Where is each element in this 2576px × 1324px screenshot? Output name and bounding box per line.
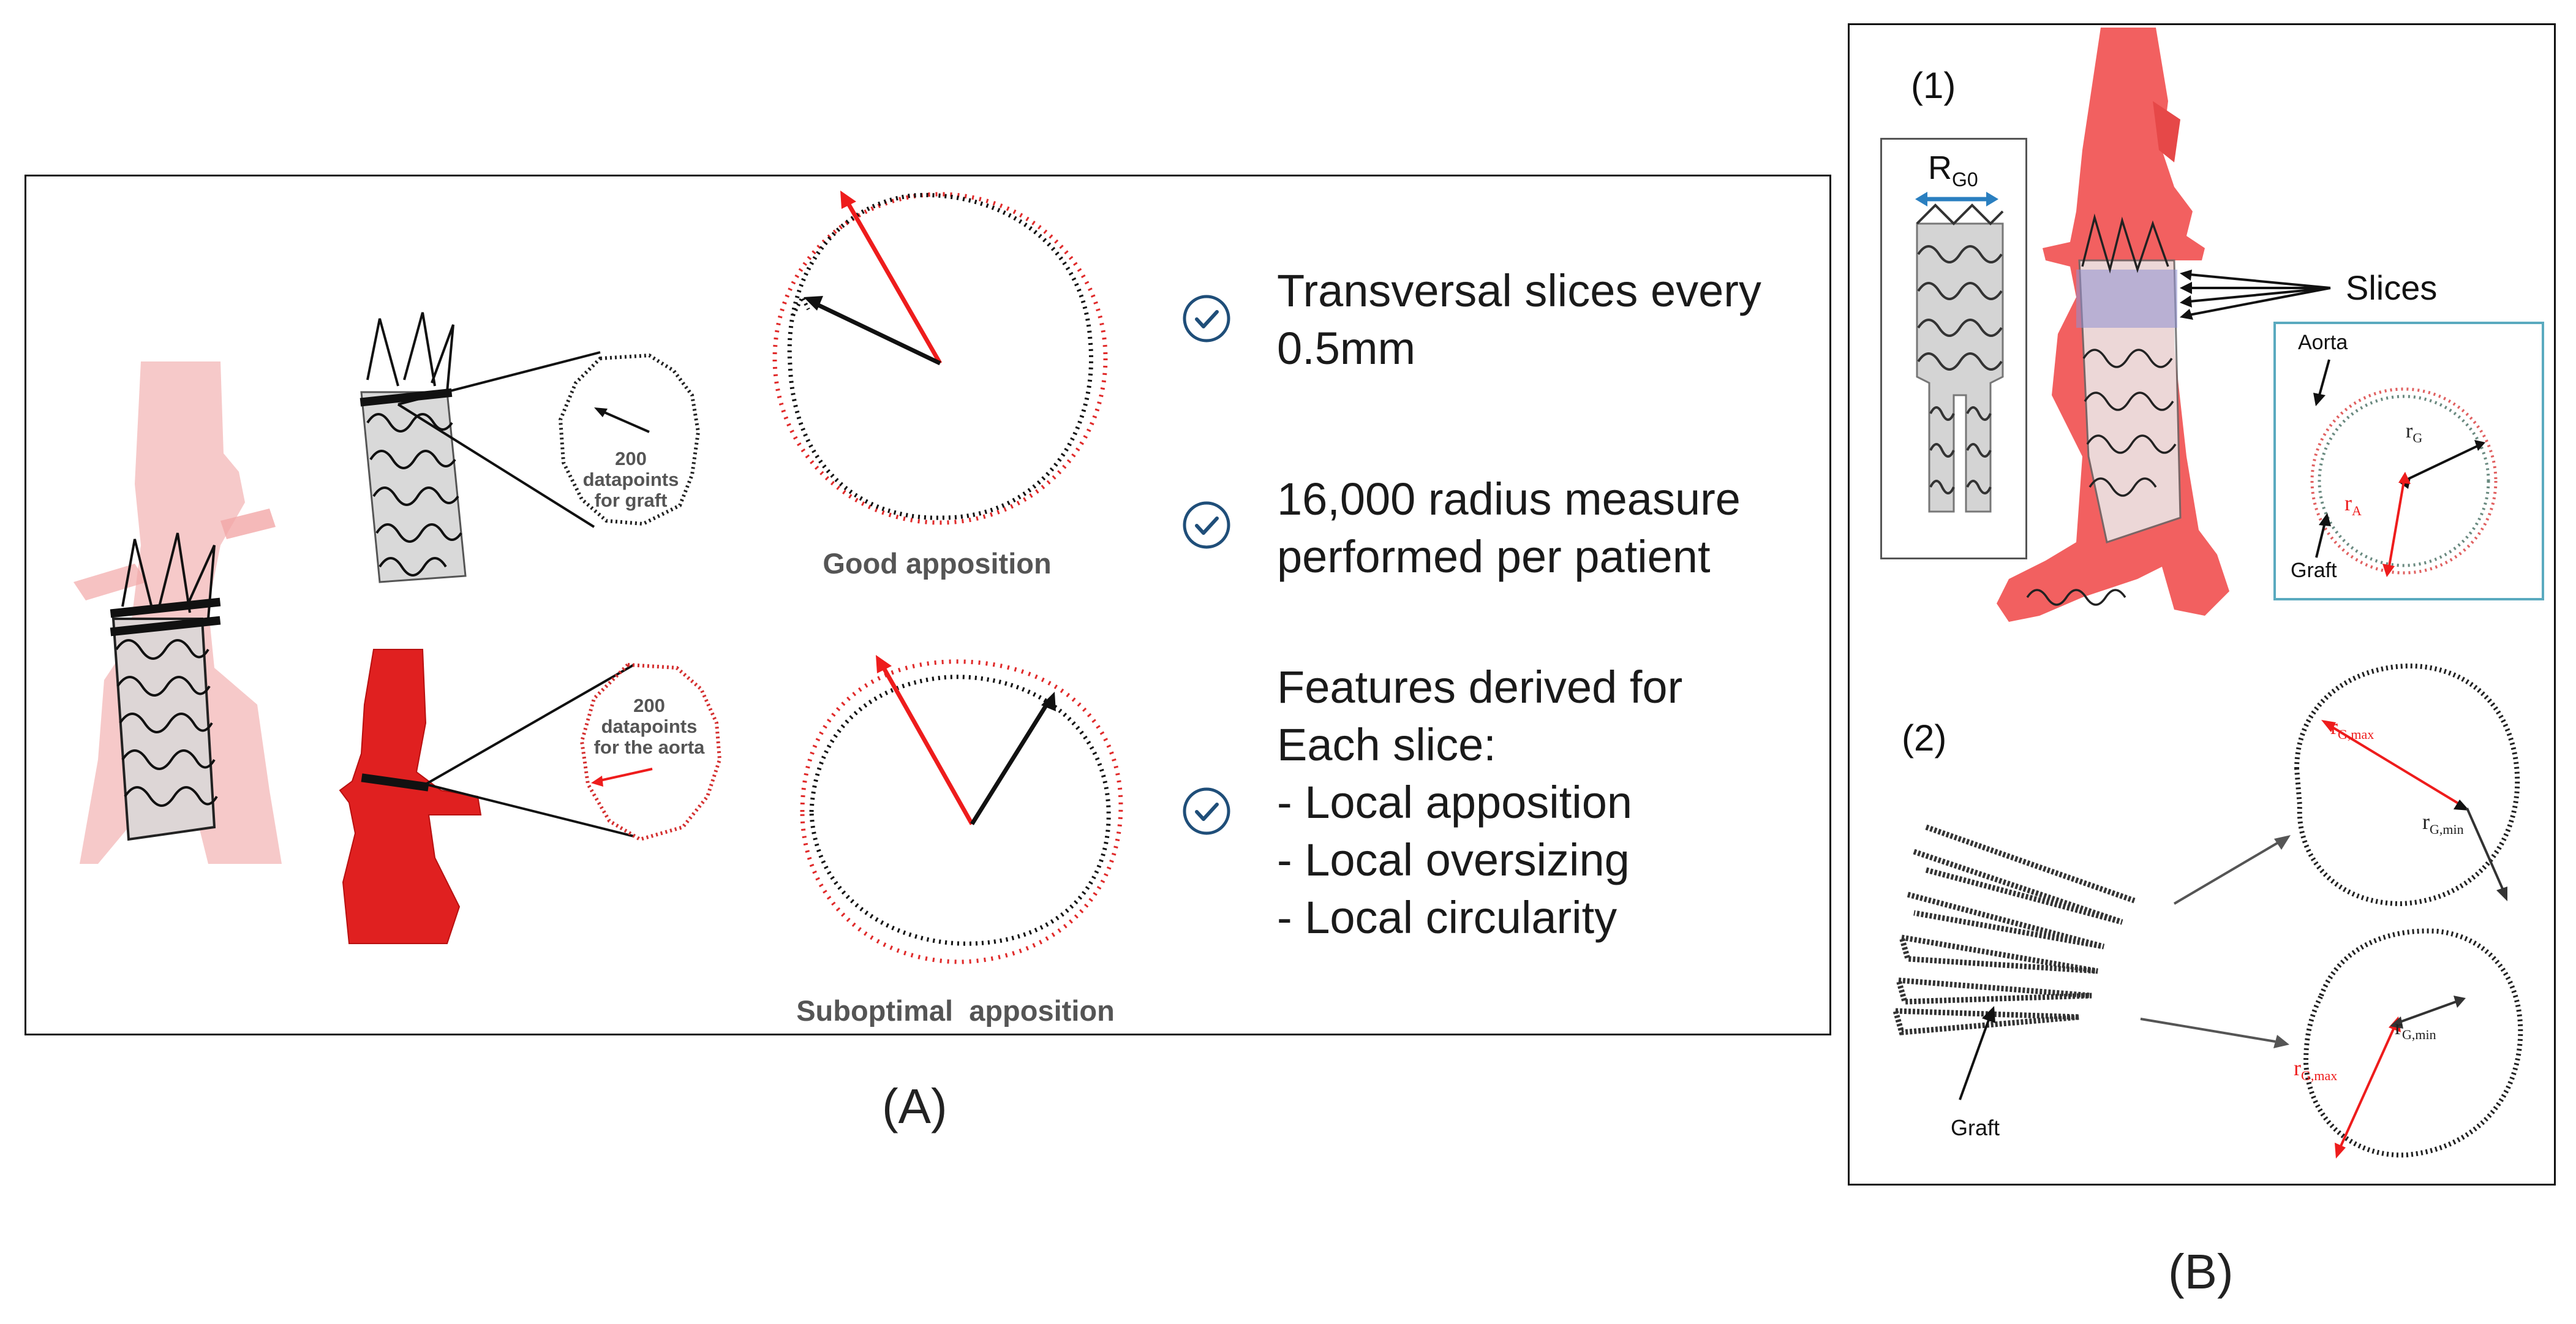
rg-sub: G: [2412, 429, 2423, 445]
aorta-datapoints-label: 200 datapoints for the aorta: [593, 695, 705, 758]
aorta-stent-illustration: [73, 361, 282, 864]
aorta-arrow: [2313, 359, 2330, 406]
feature-line: - Local circularity: [1277, 892, 1618, 943]
part-1-label: (1): [1911, 65, 1956, 106]
rgmin-sub: G,min: [2430, 822, 2464, 838]
rgmin-main: r: [2422, 809, 2430, 834]
graft-dotted-contour: [558, 353, 701, 526]
slice-plot-top: [2294, 663, 2520, 907]
arrow-to-top-slice: [2173, 835, 2291, 905]
slices-arrows: [2180, 270, 2331, 320]
graft-label: Graft: [2291, 559, 2337, 582]
feature-line: 16,000 radius measure: [1277, 474, 1741, 524]
radius-inset-box: [2273, 322, 2544, 600]
panel-a-frame: [24, 175, 1831, 1035]
feature-line: Features derived for: [1277, 662, 1683, 713]
aorta-zoom-lines: [425, 664, 635, 838]
rg-symbol: rG: [2406, 420, 2422, 446]
slice-plot-bottom: [2303, 928, 2523, 1159]
feature-line: Transversal slices every: [1277, 265, 1761, 316]
rgmax-main: r: [2294, 1056, 2301, 1080]
rgmax-sub: G,max: [2338, 727, 2375, 743]
panel-a-caption: (A): [882, 1079, 947, 1133]
aorta-3d-illustration: [1997, 28, 2229, 622]
rg0-sub: G0: [1952, 168, 1978, 191]
graft-label-arrow: [1959, 1006, 1995, 1100]
graft-label-2: Graft: [1951, 1115, 2000, 1140]
aorta-label: Aorta: [2298, 331, 2348, 354]
part-2-label: (2): [1902, 717, 1947, 758]
rgmax-bottom-symbol: rG,max: [2294, 1055, 2337, 1084]
graft-datapoints-label: 200 datapoints for graft: [582, 448, 679, 511]
ra-main: r: [2344, 491, 2352, 515]
stent-graft-3d-icon: [1916, 203, 2004, 513]
stent-graft-illustration: [360, 312, 467, 583]
feature-slices: Transversal slices every 0.5mm: [1277, 262, 1828, 377]
feature-line: performed per patient: [1277, 531, 1711, 582]
feature-derived: Features derived for Each slice: - Local…: [1277, 659, 1828, 947]
rg-main: r: [2406, 420, 2413, 442]
rg0-main: R: [1928, 149, 1952, 186]
feature-line: 0.5mm: [1277, 323, 1416, 374]
rg0-arrow: [1915, 192, 1998, 206]
rgmin-top-symbol: rG,min: [2422, 809, 2464, 838]
check-circle-icon: [1183, 501, 1230, 549]
rgmin-bottom-symbol: rG,min: [2395, 1014, 2436, 1043]
feature-line: Each slice:: [1277, 719, 1496, 770]
ra-symbol: rA: [2344, 490, 2362, 519]
good-apposition-label: Good apposition: [823, 547, 1052, 580]
feature-line: - Local apposition: [1277, 777, 1633, 828]
ra-sub: A: [2352, 503, 2362, 519]
radius-inset-plot: [2310, 387, 2498, 577]
graft-zoom-lines: [397, 351, 601, 528]
graft-arrow: [2315, 513, 2331, 558]
red-aorta-illustration: [339, 649, 482, 944]
suboptimal-apposition-label: Suboptimal apposition: [796, 994, 1115, 1027]
panel-b-caption: (B): [2168, 1244, 2234, 1299]
slices-label: Slices: [2346, 268, 2438, 307]
check-circle-icon: [1183, 787, 1230, 835]
aorta-dotted-contour: [579, 662, 722, 842]
rg0-label: RG0: [1928, 149, 1978, 191]
rgmin-main: r: [2395, 1015, 2402, 1039]
rgmax-top-symbol: rG,max: [2330, 714, 2374, 743]
graft-slices-stack: [1891, 824, 2136, 1035]
rgmax-sub: G,max: [2301, 1068, 2338, 1084]
suboptimal-apposition-plot: [800, 655, 1123, 964]
arrow-to-bottom-slice: [2140, 1018, 2289, 1048]
feature-radius: 16,000 radius measure performed per pati…: [1277, 471, 1828, 586]
good-apposition-plot: [772, 191, 1108, 525]
feature-line: - Local oversizing: [1277, 834, 1630, 885]
rgmax-main: r: [2330, 714, 2338, 739]
check-circle-icon: [1183, 295, 1230, 342]
rgmin-sub: G,min: [2402, 1027, 2436, 1043]
